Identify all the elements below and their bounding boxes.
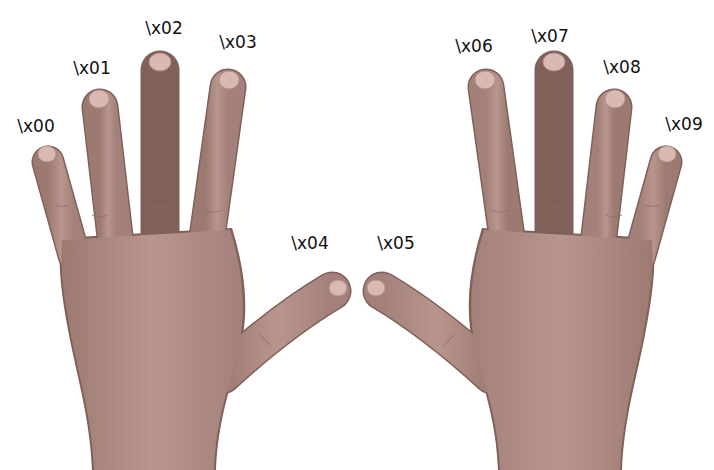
finger-label-box: \x01 bbox=[73, 58, 110, 78]
finger-label: \x09 bbox=[665, 114, 702, 134]
finger-label-box: \x07 bbox=[531, 26, 568, 46]
finger-label: \x05 bbox=[377, 233, 414, 253]
finger-label-box: \x02 bbox=[145, 18, 182, 38]
finger-label: \x06 bbox=[455, 36, 492, 56]
finger-label-box: \x00 bbox=[17, 116, 54, 136]
finger-label: \x03 bbox=[219, 32, 256, 52]
finger-label: \x00 bbox=[17, 116, 54, 136]
finger-label: \x04 bbox=[291, 233, 328, 253]
right-hand bbox=[367, 53, 676, 470]
left-hand bbox=[38, 53, 347, 470]
finger-label-box: \x06 bbox=[455, 36, 492, 56]
finger-label: \x08 bbox=[603, 57, 640, 77]
finger-label-box: \x03 bbox=[219, 32, 256, 52]
finger-label-box: \x08 bbox=[603, 57, 640, 77]
finger-label-box: \x09 bbox=[665, 114, 702, 134]
finger-label-box: \x04 bbox=[291, 233, 328, 253]
finger-label: \x02 bbox=[145, 18, 182, 38]
finger-label-box: \x05 bbox=[377, 233, 414, 253]
finger-label: \x01 bbox=[73, 58, 110, 78]
finger-label: \x07 bbox=[531, 26, 568, 46]
